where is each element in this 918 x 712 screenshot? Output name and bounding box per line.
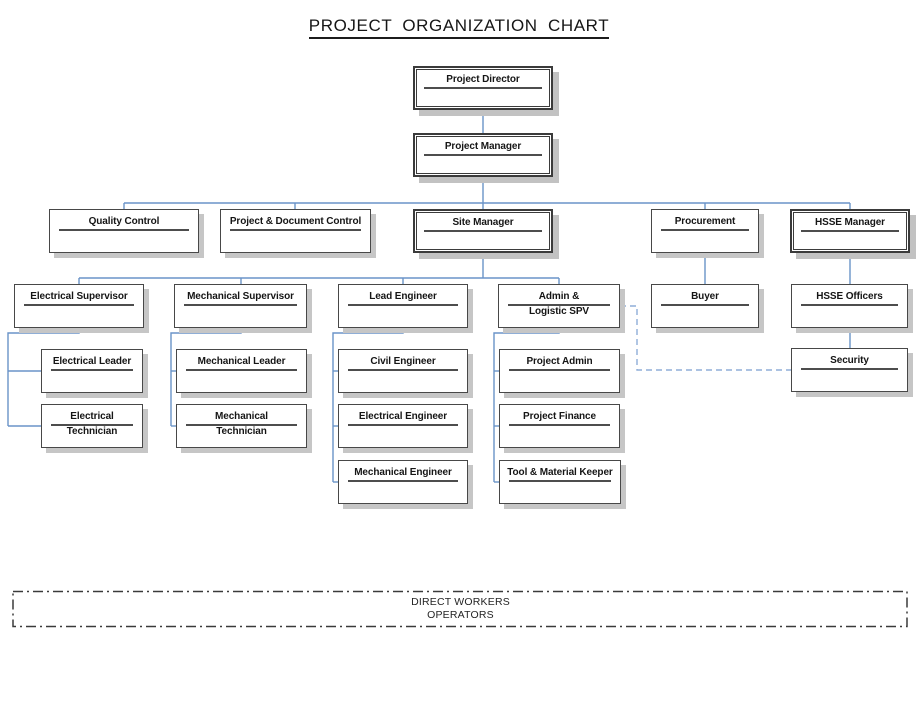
org-node-label-line1: Procurement — [674, 216, 736, 227]
org-node-underline — [348, 424, 458, 426]
electrical-technician-box: Electrical Technician — [41, 404, 143, 448]
org-node-label-line1: Lead Engineer — [369, 291, 437, 302]
hsse-officers-box: HSSE Officers — [791, 284, 908, 328]
org-node-underline — [24, 304, 134, 306]
project-finance-box: Project Finance — [499, 404, 620, 448]
electrical-engineer-box: Electrical Engineer — [338, 404, 468, 448]
org-node-label-line1: Electrical Engineer — [358, 411, 448, 422]
org-node-underline — [424, 87, 542, 89]
org-node-underline — [424, 154, 542, 156]
org-node-label-line1: Security — [830, 355, 869, 366]
project-admin-box: Project Admin — [499, 349, 620, 393]
procurement-box: Procurement — [651, 209, 759, 253]
org-node-label-line1: Quality Control — [88, 216, 160, 227]
org-node-underline — [348, 304, 458, 306]
project-document-control-box: Project & Document Control — [220, 209, 371, 253]
org-node-label-line1: Site Manager — [452, 217, 514, 228]
quality-control-box: Quality Control — [49, 209, 199, 253]
org-node-label-line2: Logistic SPV — [529, 306, 589, 317]
org-node-underline — [661, 304, 749, 306]
org-node-underline — [509, 480, 611, 482]
direct-workers-dashdot-border — [12, 590, 908, 628]
org-node-underline — [509, 424, 610, 426]
org-node-label-line1: Project Finance — [523, 411, 596, 422]
direct-workers-line2: OPERATORS — [427, 609, 494, 621]
admin-logistic-spv-box: Admin & Logistic SPV — [498, 284, 620, 328]
org-node-label-line1: Project Manager — [444, 141, 522, 152]
org-node-label-line1: Mechanical Engineer — [354, 467, 452, 478]
org-node-underline — [348, 480, 458, 482]
org-node-underline — [51, 424, 133, 426]
chart-title-text: PROJECT ORGANIZATION CHART — [308, 16, 610, 39]
project-director-box: Project Director — [413, 66, 553, 110]
electrical-supervisor-box: Electrical Supervisor — [14, 284, 144, 328]
project-manager-box: Project Manager — [413, 133, 553, 177]
org-node-label-line1: Project Admin — [526, 356, 593, 367]
org-node-underline — [509, 369, 610, 371]
org-node-underline — [184, 304, 297, 306]
org-node-underline — [661, 229, 749, 231]
direct-workers-label: DIRECT WORKERS OPERATORS — [12, 590, 909, 628]
civil-engineer-box: Civil Engineer — [338, 349, 468, 393]
chart-title: PROJECT ORGANIZATION CHART — [0, 16, 918, 39]
org-node-label-line1: HSSE Officers — [816, 291, 883, 302]
org-node-label-line1: Project & Document Control — [229, 216, 362, 227]
org-node-underline — [51, 369, 133, 371]
hsse-manager-box: HSSE Manager — [790, 209, 910, 253]
mechanical-supervisor-box: Mechanical Supervisor — [174, 284, 307, 328]
org-node-label-line1: HSSE Manager — [815, 217, 885, 228]
direct-workers-section: DIRECT WORKERS OPERATORS — [12, 590, 909, 628]
org-node-label-line1: Civil Engineer — [370, 356, 436, 367]
tool-material-keeper-box: Tool & Material Keeper — [499, 460, 621, 504]
direct-workers-line1: DIRECT WORKERS — [411, 596, 510, 608]
site-manager-box: Site Manager — [413, 209, 553, 253]
org-node-label-line2: Technician — [216, 426, 267, 437]
org-node-underline — [230, 229, 361, 231]
electrical-leader-box: Electrical Leader — [41, 349, 143, 393]
buyer-box: Buyer — [651, 284, 759, 328]
org-node-label-line2: Technician — [66, 426, 118, 437]
org-node-label-line1: Electrical Leader — [52, 356, 132, 367]
org-node-label-line1: Mechanical Supervisor — [187, 291, 294, 302]
org-node-underline — [801, 230, 899, 232]
org-node-label-line1: Electrical Supervisor — [30, 291, 128, 302]
org-node-underline — [186, 424, 297, 426]
mechanical-leader-box: Mechanical Leader — [176, 349, 307, 393]
org-node-underline — [186, 369, 297, 371]
org-node-label-line1: Electrical — [70, 411, 114, 422]
org-node-underline — [508, 304, 610, 306]
org-node-underline — [348, 369, 458, 371]
org-node-underline — [801, 368, 898, 370]
org-node-label-line1: Project Director — [446, 74, 520, 85]
org-node-label-line1: Buyer — [691, 291, 719, 302]
lead-engineer-box: Lead Engineer — [338, 284, 468, 328]
org-node-label-line1: Mechanical — [215, 411, 268, 422]
org-node-underline — [59, 229, 189, 231]
org-node-label-line1: Admin & — [538, 291, 580, 302]
mechanical-engineer-box: Mechanical Engineer — [338, 460, 468, 504]
org-node-underline — [801, 304, 898, 306]
org-node-underline — [424, 230, 542, 232]
mechanical-technician-box: Mechanical Technician — [176, 404, 307, 448]
security-box: Security — [791, 348, 908, 392]
org-node-label-line1: Tool & Material Keeper — [507, 467, 613, 478]
org-node-label-line1: Mechanical Leader — [197, 356, 286, 367]
